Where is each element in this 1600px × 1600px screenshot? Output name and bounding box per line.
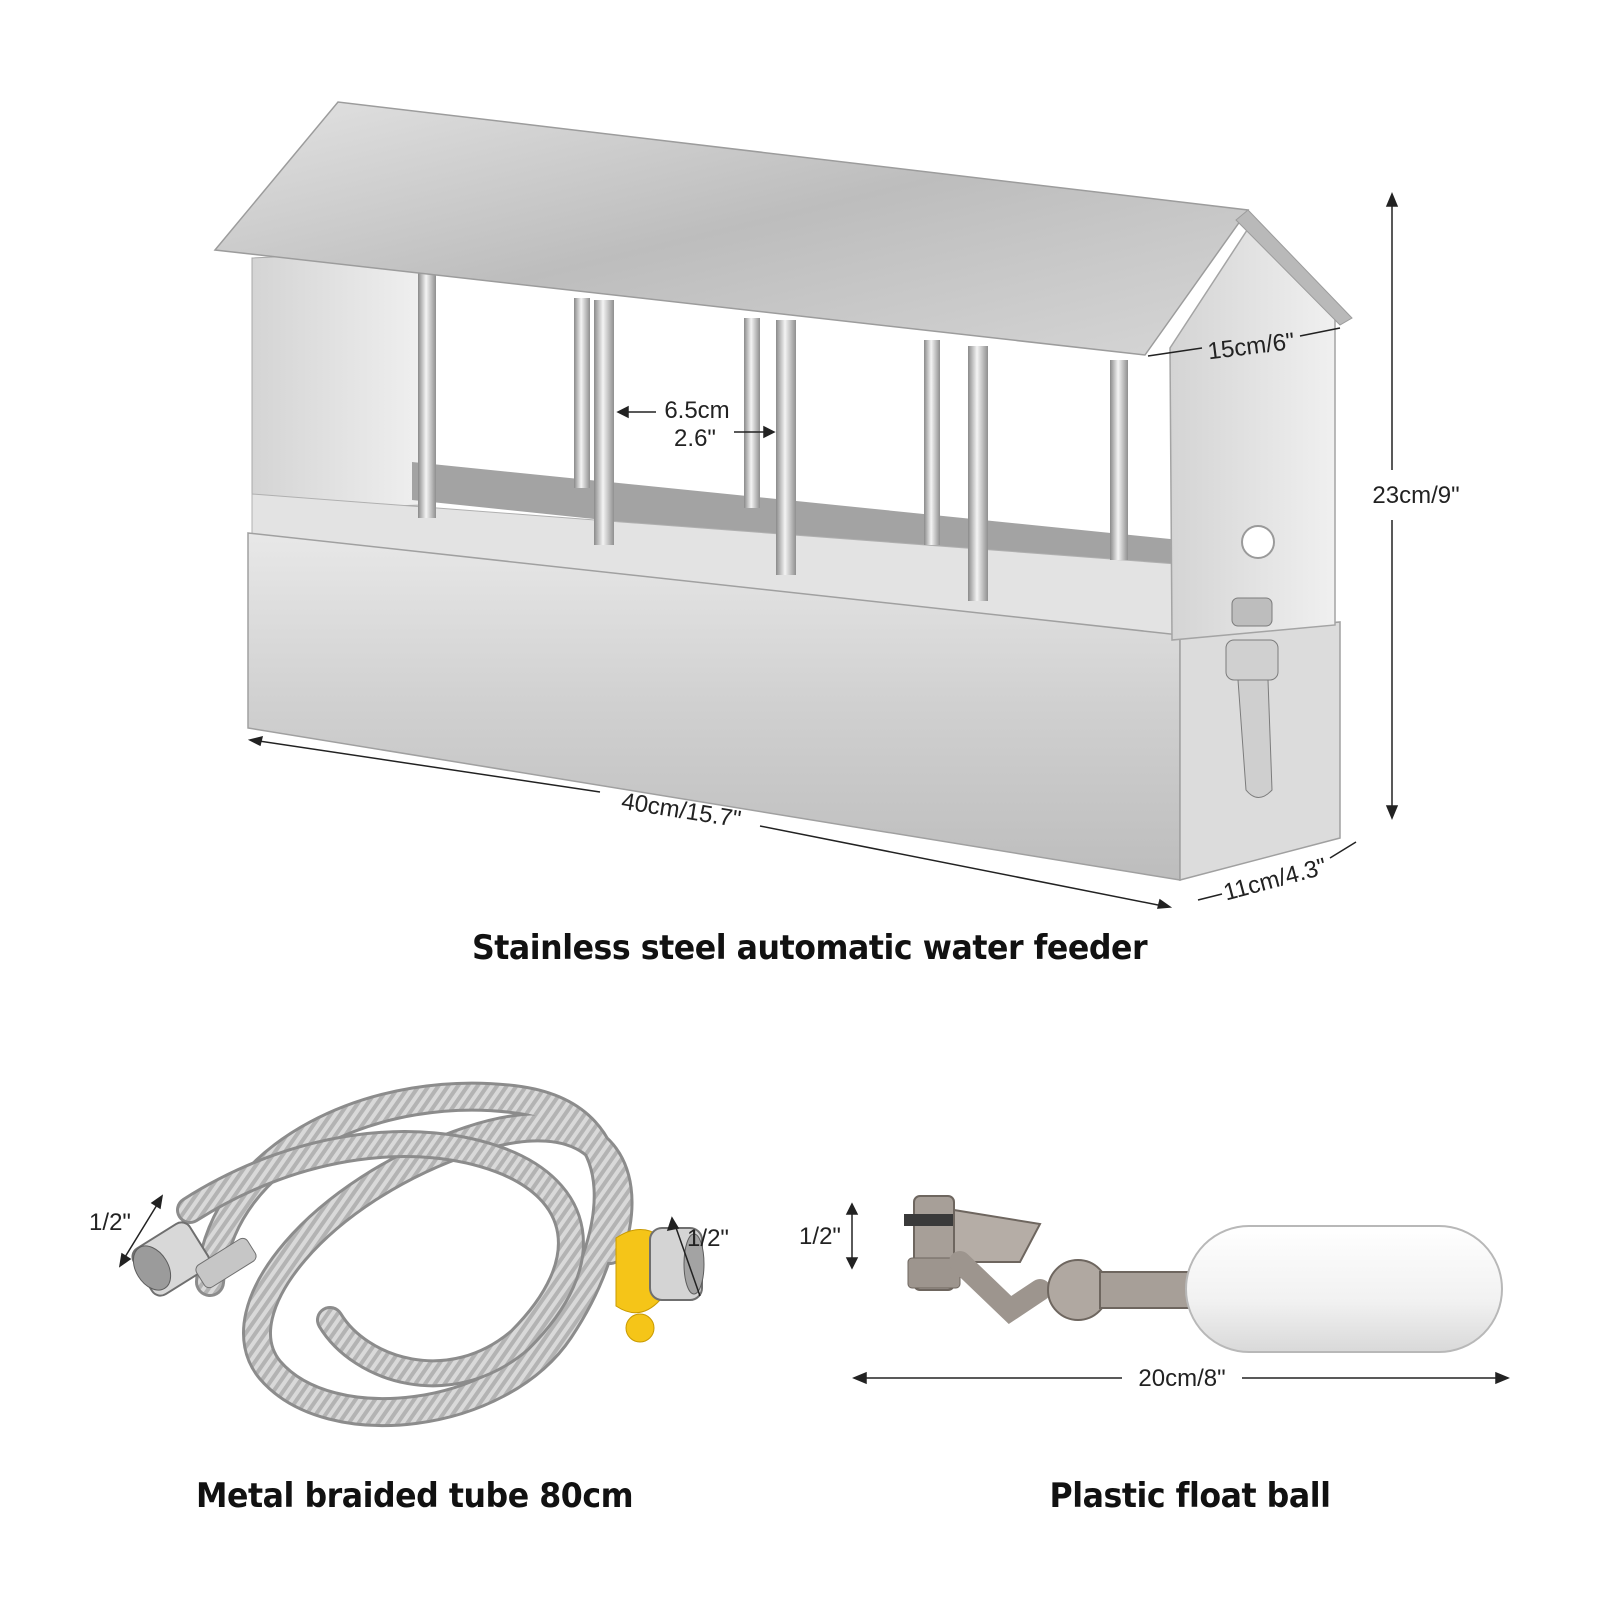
feeder-dimension-lines [247, 192, 1399, 909]
feeder-caption: Stainless steel automatic water feeder [471, 928, 1148, 968]
tube-caption: Metal braided tube 80cm [196, 1476, 634, 1516]
height-label: 23cm/9" [1372, 482, 1459, 509]
tube-end-right-label: 1/2" [687, 1225, 729, 1252]
float-dimension-lines [845, 1202, 1510, 1385]
feeder-bars [418, 273, 1128, 601]
bar-spacing-cm-label: 6.5cm [664, 397, 729, 424]
bar-spacing-in-label: 2.6" [674, 425, 716, 452]
plastic-float-ball-valve [904, 1195, 1503, 1353]
latch [1225, 597, 1279, 798]
metal-braided-tube [176, 1081, 634, 1428]
float-length-label: 20cm/8" [1138, 1365, 1225, 1392]
tube-dimension-lines [118, 1194, 701, 1297]
float-ball-caption: Plastic float ball [1049, 1476, 1331, 1516]
tube-end-fittings [131, 1221, 705, 1343]
water-feeder [213, 101, 1353, 881]
float-thread-label: 1/2" [799, 1223, 841, 1250]
tube-end-left-label: 1/2" [89, 1209, 131, 1236]
